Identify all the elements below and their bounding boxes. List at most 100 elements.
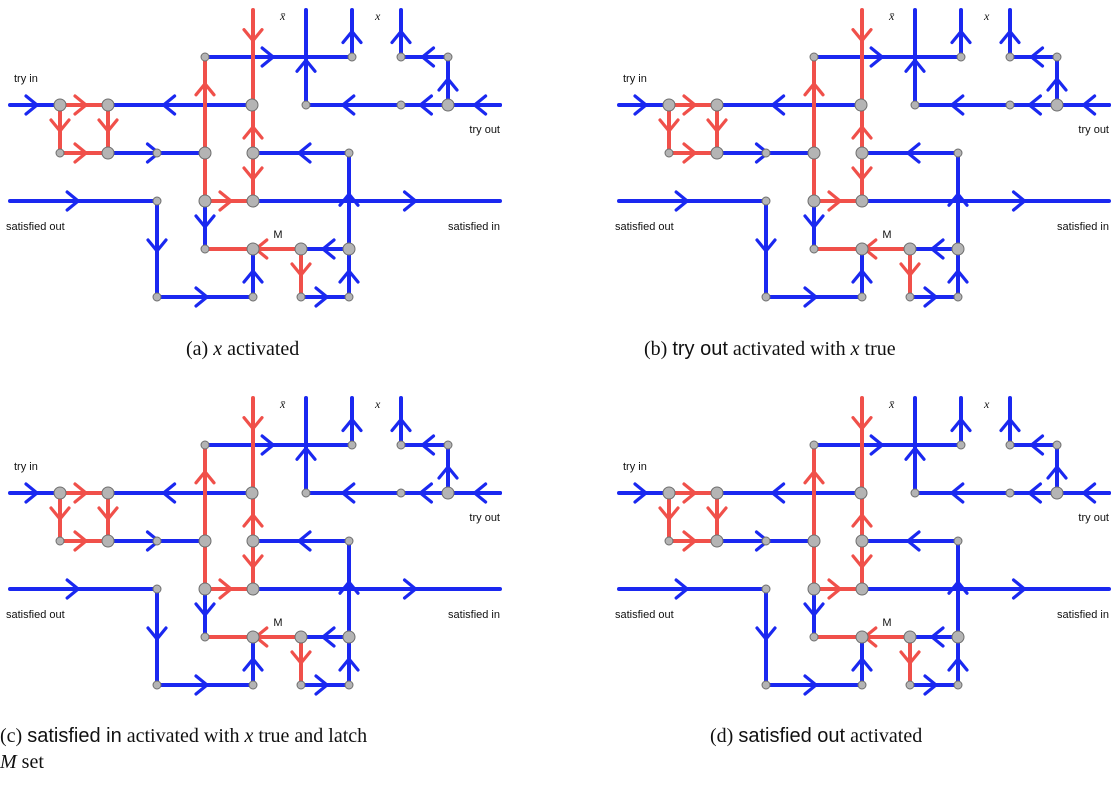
- arrow-s_top_h: [771, 482, 786, 504]
- arrow-s_bot_h: [803, 286, 818, 308]
- junction-node: [855, 534, 869, 548]
- arrow-trL1: [682, 530, 697, 552]
- junction-node: [1005, 100, 1015, 110]
- arrow-s_rl_h: [906, 142, 921, 164]
- caption-c-sans: satisfied in: [27, 725, 122, 747]
- arrow-trC4: [242, 166, 264, 181]
- label-try-in: try in: [623, 461, 647, 473]
- label-try-in: try in: [14, 461, 38, 473]
- label-x: x: [983, 9, 990, 23]
- junction-node: [854, 486, 868, 500]
- junction-node: [953, 536, 963, 546]
- arrow-s_x_v2: [437, 77, 459, 92]
- junction-node: [198, 582, 212, 596]
- arrow-trBT2: [803, 214, 825, 229]
- arrow-s_xb_v: [904, 58, 926, 73]
- arrow-trBT2: [803, 602, 825, 617]
- label-satisfied-in: satisfied in: [448, 609, 500, 621]
- label-try-in: try in: [623, 73, 647, 85]
- label-x-bar: x̄: [888, 397, 895, 411]
- junction-node: [101, 486, 115, 500]
- arrow-s_x_v2: [1046, 465, 1068, 480]
- caption-d-suffix: activated: [845, 725, 923, 747]
- junction-node: [200, 632, 210, 642]
- arrow-s_tb_h: [260, 46, 275, 68]
- arrow-s_x_dn: [999, 29, 1021, 45]
- arrow-s_bot_v: [242, 657, 264, 672]
- label-x-bar: x̄: [888, 9, 895, 23]
- arrow-s_bot_h: [194, 286, 209, 308]
- arrow-s_sat_down: [146, 238, 168, 253]
- junction-node: [761, 292, 771, 302]
- junction-node: [396, 100, 406, 110]
- arrow-s_x_up: [950, 29, 972, 45]
- arrow-s_tryout_h3: [473, 94, 488, 116]
- junction-node: [710, 98, 724, 112]
- caption-b-prefix: (b): [644, 338, 673, 360]
- glow-layer: [57, 488, 305, 642]
- junction-node: [1050, 98, 1064, 112]
- arrow-trBT1: [290, 262, 312, 277]
- arrow-trD1: [97, 506, 119, 521]
- arrow-s_bot_v: [242, 269, 264, 284]
- caption-b-mid: activated with: [727, 338, 851, 360]
- junction-node: [903, 242, 917, 256]
- arrow-trF: [73, 482, 88, 504]
- arrow-s_x_dn: [999, 417, 1021, 433]
- label-x-bar: x̄: [279, 397, 286, 411]
- junction-node: [857, 680, 867, 690]
- arrow-s_tryin_h: [24, 94, 39, 116]
- junction-node: [953, 680, 963, 690]
- junction-node: [344, 680, 354, 690]
- arrow-trB1: [658, 118, 680, 133]
- junction-node: [396, 488, 406, 498]
- junction-node: [807, 534, 821, 548]
- arrow-s_tryout_h2: [1027, 94, 1042, 116]
- junction-node: [200, 244, 210, 254]
- arrow-s_rl_v2: [947, 657, 969, 672]
- arrow-trL2: [194, 470, 216, 485]
- label-try-out: try out: [1078, 512, 1109, 524]
- junction-node: [248, 292, 258, 302]
- arrow-s_xb_v: [295, 446, 317, 461]
- junction-node: [956, 440, 966, 450]
- junction-node: [761, 536, 771, 546]
- caption-c-suffix: true and latch: [253, 725, 368, 747]
- junction-node: [200, 440, 210, 450]
- caption-a-suffix: activated: [222, 338, 300, 360]
- arrow-s_xb_v: [295, 58, 317, 73]
- junction-node: [301, 100, 311, 110]
- label-x: x: [374, 397, 381, 411]
- junction-node: [152, 536, 162, 546]
- label-satisfied-out: satisfied out: [6, 221, 65, 233]
- junction-node: [347, 52, 357, 62]
- caption-b-var: x: [850, 338, 860, 360]
- junction-node: [809, 52, 819, 62]
- arrow-s_bot_h: [803, 674, 818, 696]
- junction-node: [152, 292, 162, 302]
- label-x: x: [374, 9, 381, 23]
- caption-a-prefix: (a): [186, 338, 214, 360]
- junction-node: [198, 534, 212, 548]
- arrow-s_sat_in: [402, 578, 418, 600]
- junction-node: [396, 52, 406, 62]
- arrow-trC2: [851, 125, 873, 140]
- arrow-s_x_h: [420, 46, 436, 68]
- arrow-s_rl_v2: [947, 269, 969, 284]
- arrow-s_rl_h3: [923, 286, 938, 308]
- arrow-trC2: [242, 125, 264, 140]
- junction-node: [857, 292, 867, 302]
- caption-c-var: x: [244, 725, 254, 747]
- junction-node: [246, 582, 260, 596]
- junction-node: [441, 486, 455, 500]
- arrow-trC1: [242, 416, 264, 431]
- junction-node: [152, 196, 162, 206]
- arrow-s_sat_in: [1011, 578, 1027, 600]
- arrow-s_tryout_h2: [418, 482, 433, 504]
- label-try-in: try in: [14, 73, 38, 85]
- arrow-s_rl_v: [947, 580, 969, 595]
- arrow-s_tryout_h2: [418, 94, 433, 116]
- junction-node: [855, 582, 869, 596]
- arrow-trBT1: [290, 650, 312, 665]
